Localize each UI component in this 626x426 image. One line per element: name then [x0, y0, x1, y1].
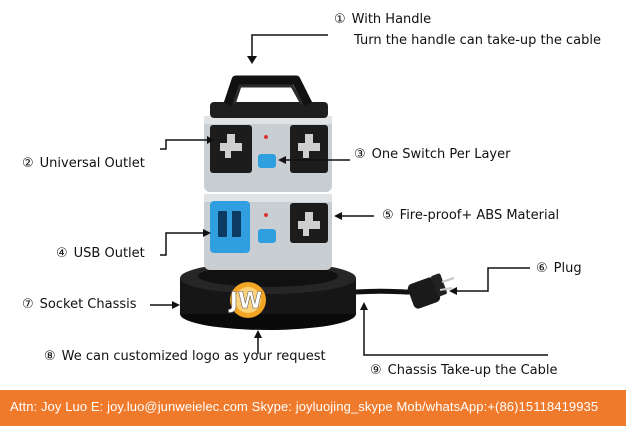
callout-switch: ③ One Switch Per Layer: [354, 147, 510, 163]
callout-logo: ⑧ We can customized logo as your request: [44, 349, 326, 365]
callout-lines: [150, 34, 548, 356]
contact-footer: Attn: Joy Luo E: joy.luo@junweielec.com …: [0, 390, 626, 426]
upper-layer: [204, 116, 332, 192]
callout-plug: ⑥ Plug: [536, 261, 582, 277]
callout-number: ⑦: [22, 297, 34, 312]
callout-label: Socket Chassis: [39, 297, 137, 312]
callout-label: USB Outlet: [73, 246, 145, 261]
callout-number: ⑥: [536, 261, 548, 276]
callout-universal-outlet: ② Universal Outlet: [22, 156, 145, 172]
callout-label: We can customized logo as your request: [61, 349, 326, 364]
cable-and-plug: [355, 273, 455, 309]
callout-number: ①: [334, 12, 346, 27]
callout-number: ③: [354, 147, 366, 162]
callout-cable-takeup: ⑨ Chassis Take-up the Cable: [370, 363, 558, 379]
contact-text: Attn: Joy Luo E: joy.luo@junweielec.com …: [10, 399, 599, 414]
callout-number: ⑧: [44, 349, 56, 364]
callout-number: ⑤: [382, 208, 394, 223]
callout-material: ⑤ Fire-proof+ ABS Material: [382, 208, 559, 224]
callout-number: ②: [22, 156, 34, 171]
callout-label: One Switch Per Layer: [371, 147, 511, 162]
callout-handle-desc: Turn the handle can take-up the cable: [354, 33, 601, 48]
callout-socket-chassis: ⑦ Socket Chassis: [22, 297, 137, 313]
logo-text: JW: [228, 289, 262, 314]
handle: [210, 75, 328, 118]
callout-usb-outlet: ④ USB Outlet: [56, 246, 145, 262]
callout-number: ④: [56, 246, 68, 261]
callout-handle-title: With Handle: [351, 12, 432, 27]
callout-label: Plug: [553, 261, 582, 276]
callout-handle: ① With Handle: [334, 12, 431, 28]
lower-switch: [258, 229, 276, 243]
callout-label: Universal Outlet: [39, 156, 145, 171]
upper-switch: [258, 154, 276, 168]
callout-number: ⑨: [370, 363, 382, 378]
power-strip-illustration: JW: [150, 34, 548, 356]
callout-label: Chassis Take-up the Cable: [387, 363, 558, 378]
lower-layer: [204, 194, 332, 270]
socket-chassis: [180, 262, 356, 330]
jw-logo: JW: [227, 282, 266, 318]
callout-label: Fire-proof+ ABS Material: [399, 208, 560, 223]
